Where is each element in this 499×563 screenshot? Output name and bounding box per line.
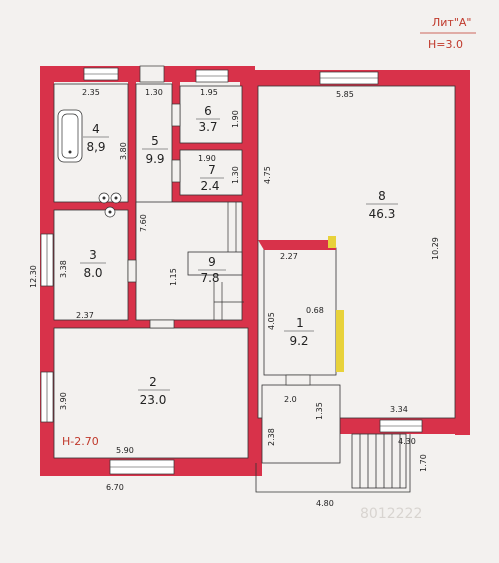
room-6-number: 6 — [204, 104, 212, 118]
stamp-height: H=3.0 — [428, 38, 463, 51]
room-labels: 1 9.2 2 23.0 3 8.0 4 8,9 5 9.9 6 3.7 7 2… — [80, 104, 398, 407]
dim-1-90-a: 1.90 — [231, 110, 240, 128]
room-7-area: 2.4 — [200, 179, 219, 193]
watermark: 8012222 — [360, 506, 422, 522]
dim-1-90-b: 1.90 — [198, 154, 216, 163]
porch-steps — [351, 433, 407, 489]
dim-1-30: 1.30 — [145, 88, 163, 97]
dim-6-70: 6.70 — [106, 483, 124, 492]
dim-3-34: 3.34 — [390, 405, 408, 414]
room-fills — [53, 83, 456, 464]
dim-2-27: 2.27 — [280, 252, 298, 261]
room-3-number: 3 — [89, 248, 97, 262]
windows — [40, 67, 423, 475]
annex-outline — [255, 434, 411, 493]
room1-top-wall — [258, 240, 336, 250]
dim-10-29: 10.29 — [431, 237, 440, 260]
yellow-partition-top — [328, 236, 336, 248]
dim-1-15: 1.15 — [169, 268, 178, 286]
room-1-number: 1 — [296, 316, 304, 330]
dimension-labels: 2.35 1.30 1.95 5.85 1.90 3.80 4.75 1.90 … — [29, 88, 440, 508]
dim-4-30: 4.30 — [398, 437, 416, 446]
room-4-number: 4 — [92, 122, 100, 136]
room-5-number: 5 — [151, 134, 159, 148]
sink-icon — [98, 192, 122, 218]
room-9-number: 9 — [208, 255, 216, 269]
stair-lines — [213, 202, 244, 320]
room-4-area: 8,9 — [86, 140, 105, 154]
dim-5-85: 5.85 — [336, 90, 354, 99]
room-5-area: 9.9 — [145, 152, 164, 166]
room-6-area: 3.7 — [198, 120, 217, 134]
dim-7-60: 7.60 — [139, 214, 148, 232]
bathtub-icon — [57, 109, 83, 163]
dim-5-90: 5.90 — [116, 446, 134, 455]
room-1-area: 9.2 — [289, 334, 308, 348]
dim-2-35: 2.35 — [82, 88, 100, 97]
dim-1-35: 1.35 — [315, 402, 324, 420]
floor-level-label: H-2.70 — [62, 435, 99, 448]
room-2-area: 23.0 — [140, 393, 167, 407]
stamp-letter: Лит"А" — [432, 16, 471, 29]
dim-1-95: 1.95 — [200, 88, 218, 97]
dim-12-30: 12.30 — [29, 265, 38, 288]
dim-2-0: 2.0 — [284, 395, 297, 404]
room-9-area: 7.8 — [200, 271, 219, 285]
dim-1-30-b: 1.30 — [231, 166, 240, 184]
door-openings — [127, 65, 311, 386]
room-8-number: 8 — [378, 189, 386, 203]
room-7-number: 7 — [208, 163, 216, 177]
dim-3-90: 3.90 — [59, 392, 68, 410]
dim-3-38: 3.38 — [59, 260, 68, 278]
dim-1-70: 1.70 — [419, 454, 428, 472]
dim-4-80: 4.80 — [316, 499, 334, 508]
dim-4-75: 4.75 — [263, 166, 272, 184]
dim-3-80: 3.80 — [119, 142, 128, 160]
room-2-number: 2 — [149, 375, 157, 389]
room-8-area: 46.3 — [369, 207, 396, 221]
room-3-area: 8.0 — [83, 266, 102, 280]
dim-2-38: 2.38 — [267, 428, 276, 446]
yellow-partition-side — [336, 310, 344, 372]
window-mullions — [46, 73, 422, 468]
dim-4-05: 4.05 — [267, 312, 276, 330]
dim-2-37: 2.37 — [76, 311, 94, 320]
dim-0-68: 0.68 — [306, 306, 324, 315]
